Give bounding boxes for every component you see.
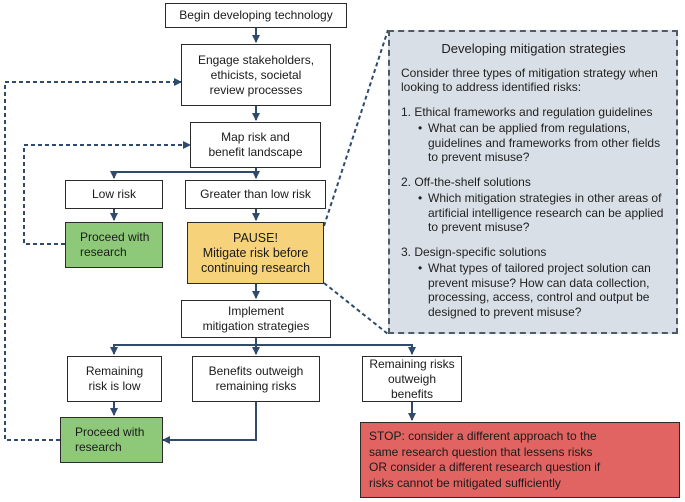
strategy-bullet: • What types of tailored project solutio… bbox=[401, 261, 666, 319]
begin-box: Begin developing technology bbox=[165, 3, 347, 28]
panel-title: Developing mitigation strategies bbox=[441, 41, 626, 56]
pause-mitigate-box: PAUSE! Mitigate risk before continuing r… bbox=[187, 222, 324, 284]
strategy-heading: 3. Design-specific solutions bbox=[401, 244, 547, 259]
pause-title: PAUSE! bbox=[233, 230, 278, 245]
benefits-outweigh-box: Benefits outweigh remaining risks bbox=[192, 356, 320, 402]
greater-than-low-risk-box: Greater than low risk bbox=[185, 180, 326, 209]
arrow-implement-to-risks-outweigh bbox=[256, 344, 416, 355]
strategy-question: What can be applied from regulations, gu… bbox=[428, 121, 661, 164]
strategy-design-specific: 3. Design-specific solutions • What type… bbox=[401, 245, 666, 320]
map-landscape-box: Map risk and benefit landscape bbox=[190, 122, 321, 168]
strategy-bullet: • What can be applied from regulations, … bbox=[401, 121, 666, 165]
dashed-feedback-proceed-bottom bbox=[4, 78, 182, 441]
stop-box: STOP: consider a different approach to t… bbox=[360, 422, 680, 498]
remaining-risk-low-box: Remaining risk is low bbox=[67, 356, 162, 402]
bullet-dot-icon: • bbox=[418, 261, 423, 275]
arrow-implement-to-remaining-low bbox=[110, 338, 257, 355]
low-risk-box: Low risk bbox=[65, 180, 163, 209]
bullet-dot-icon: • bbox=[418, 121, 423, 135]
dashed-link-pause-panel-top bbox=[323, 29, 389, 227]
arrow-map-to-low bbox=[110, 168, 257, 179]
strategy-bullet: • Which mitigation strategies in other a… bbox=[401, 191, 666, 235]
risks-outweigh-box: Remaining risks outweigh benefits bbox=[362, 356, 462, 402]
pause-text: Mitigate risk before continuing research bbox=[200, 245, 311, 275]
engage-stakeholders-box: Engage stakeholders, ethicists, societal… bbox=[181, 44, 331, 106]
proceed-with-research-box-bottom: Proceed with research bbox=[60, 417, 163, 463]
arrow-benefits-to-proceed bbox=[162, 402, 257, 444]
panel-intro: Consider three types of mitigation strat… bbox=[401, 65, 658, 95]
strategy-off-the-shelf: 2. Off-the-shelf solutions • Which mitig… bbox=[401, 175, 666, 235]
strategy-ethical-frameworks: 1. Ethical frameworks and regulation gui… bbox=[401, 105, 666, 165]
strategy-heading: 1. Ethical frameworks and regulation gui… bbox=[401, 104, 653, 119]
mitigation-strategies-panel: Developing mitigation strategies Conside… bbox=[388, 30, 678, 334]
bullet-dot-icon: • bbox=[418, 191, 423, 205]
proceed-with-research-box-top: Proceed with research bbox=[65, 222, 163, 268]
dashed-link-pause-panel-bottom bbox=[323, 282, 389, 335]
strategy-heading: 2. Off-the-shelf solutions bbox=[401, 174, 531, 189]
implement-mitigation-box: Implement mitigation strategies bbox=[181, 300, 331, 338]
strategy-question: What types of tailored project solution … bbox=[428, 261, 651, 319]
strategy-question: Which mitigation strategies in other are… bbox=[428, 191, 664, 234]
